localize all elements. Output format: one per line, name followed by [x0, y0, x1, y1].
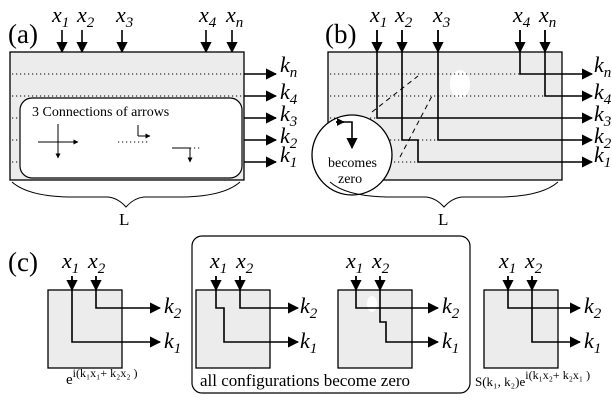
inset-title: 3 Connections of arrows [32, 105, 169, 120]
input-label-x3: x3 [115, 2, 133, 31]
output-label-k3: k3 [594, 101, 611, 130]
formula-exchange-phase: S(k₁, k₂)ei(k₁x₂+ k₂x₁ ) [475, 368, 590, 389]
c-left-diagram: x1 x2 k2 k1 ei(k₁x₁+ k₂x₂ ) [47, 248, 182, 388]
zoom-callout: becomes zero [311, 75, 433, 196]
output-label-k2: k2 [300, 293, 318, 322]
panel-a: (a) x1 x2 x3 x4 xn [8, 2, 298, 229]
panel-b-inputs: x1 x2 x3 x4 xn [369, 2, 556, 31]
output-label-kn: kn [594, 52, 611, 81]
c-middle-left-box [195, 289, 271, 369]
panel-b-length-label: L [438, 210, 448, 229]
output-label-kn: kn [280, 52, 297, 81]
formula-direct-phase: ei(k₁x₁+ k₂x₂ ) [66, 366, 138, 388]
input-label-x1: x1 [345, 248, 363, 277]
panel-b-input-arrows [371, 30, 551, 54]
zoom-guide-line [399, 95, 433, 158]
connection-turn-right-icon [118, 125, 151, 143]
output-label-k1: k1 [300, 328, 317, 357]
input-label-x1: x1 [209, 248, 227, 277]
panel-b: (b) x1 x2 x3 x4 xn kn k4 k3 [311, 2, 612, 229]
input-label-x2: x2 [235, 248, 254, 277]
panel-c-label: (c) [8, 247, 38, 277]
output-label-k2: k2 [280, 123, 298, 152]
input-label-x1: x1 [51, 2, 69, 31]
output-label-k2: k2 [584, 293, 602, 322]
panel-a-length-brace [11, 181, 241, 208]
zoom-circle [311, 114, 393, 196]
panel-c: (c) x1 x2 k2 k1 ei(k₁x₁+ k₂x₂ ) x1 x2 k2… [8, 235, 602, 394]
output-label-k1: k1 [584, 328, 601, 357]
input-label-x2: x2 [394, 2, 413, 31]
zoom-label-line2: zero [338, 172, 362, 187]
output-label-k4: k4 [594, 79, 612, 108]
output-label-k4: k4 [280, 79, 298, 108]
zoom-guide-line [371, 75, 419, 113]
panel-a-label: (a) [8, 19, 38, 49]
input-label-x2: x2 [371, 248, 390, 277]
panel-a-output-arrows [244, 68, 278, 168]
path-x1-to-k1 [215, 276, 300, 348]
panel-a-input-arrows [56, 30, 238, 54]
zoom-label-line1: becomes [328, 156, 377, 171]
output-label-k1: k1 [442, 328, 459, 357]
connections-inset: 3 Connections of arrows [19, 97, 243, 179]
panel-a-length-label: L [119, 210, 129, 229]
c-left-box [47, 289, 123, 369]
output-label-k1: k1 [594, 142, 611, 171]
input-label-x2: x2 [76, 2, 95, 31]
panel-b-highlight [450, 70, 470, 98]
path-x2-to-k1 [401, 30, 594, 168]
panel-a-inputs: x1 x2 x3 x4 xn [51, 2, 243, 31]
output-label-k2: k2 [442, 293, 460, 322]
input-label-xn: xn [225, 2, 243, 31]
c-middle-highlight [367, 296, 377, 312]
input-label-x1: x1 [498, 248, 516, 277]
path-x1-to-k1 [71, 276, 162, 348]
c-middle-group: x1 x2 k2 k1 x1 x2 k2 k1 all configuratio… [191, 235, 471, 394]
panel-c-input-arrows [66, 276, 538, 292]
input-label-xn: xn [538, 2, 556, 31]
middle-caption: all configurations become zero [200, 371, 410, 390]
output-label-k2: k2 [594, 123, 612, 152]
input-label-x1: x1 [61, 248, 79, 277]
panel-b-paths [376, 30, 594, 168]
path-x3-to-k2 [437, 30, 594, 146]
c-right-diagram: x1 x2 k2 k1 S(k₁, k₂)ei(k₁x₂+ k₂x₁ ) [475, 248, 602, 389]
path-x2-to-k1 [531, 276, 582, 348]
input-label-x4: x4 [198, 2, 217, 31]
input-label-x3: x3 [432, 2, 450, 31]
input-label-x2: x2 [524, 248, 543, 277]
panel-b-length-brace [329, 181, 559, 208]
output-label-k1: k1 [164, 328, 181, 357]
connection-cross-icon [38, 124, 79, 159]
input-label-x4: x4 [512, 2, 531, 31]
input-label-x1: x1 [369, 2, 387, 31]
output-label-k1: k1 [280, 142, 297, 171]
output-label-k3: k3 [280, 101, 297, 130]
connection-turn-down-icon [172, 147, 200, 163]
panel-b-outputs: kn k4 k3 k2 k1 [594, 52, 612, 171]
inset-box [19, 97, 243, 179]
c-right-box [483, 289, 559, 369]
panel-a-outputs: kn k4 k3 k2 k1 [280, 52, 298, 171]
path-x2-to-k1 [379, 276, 440, 348]
panel-b-label: (b) [325, 19, 356, 49]
path-x1-to-k3 [376, 30, 594, 124]
input-label-x2: x2 [87, 248, 106, 277]
output-label-k2: k2 [164, 293, 182, 322]
